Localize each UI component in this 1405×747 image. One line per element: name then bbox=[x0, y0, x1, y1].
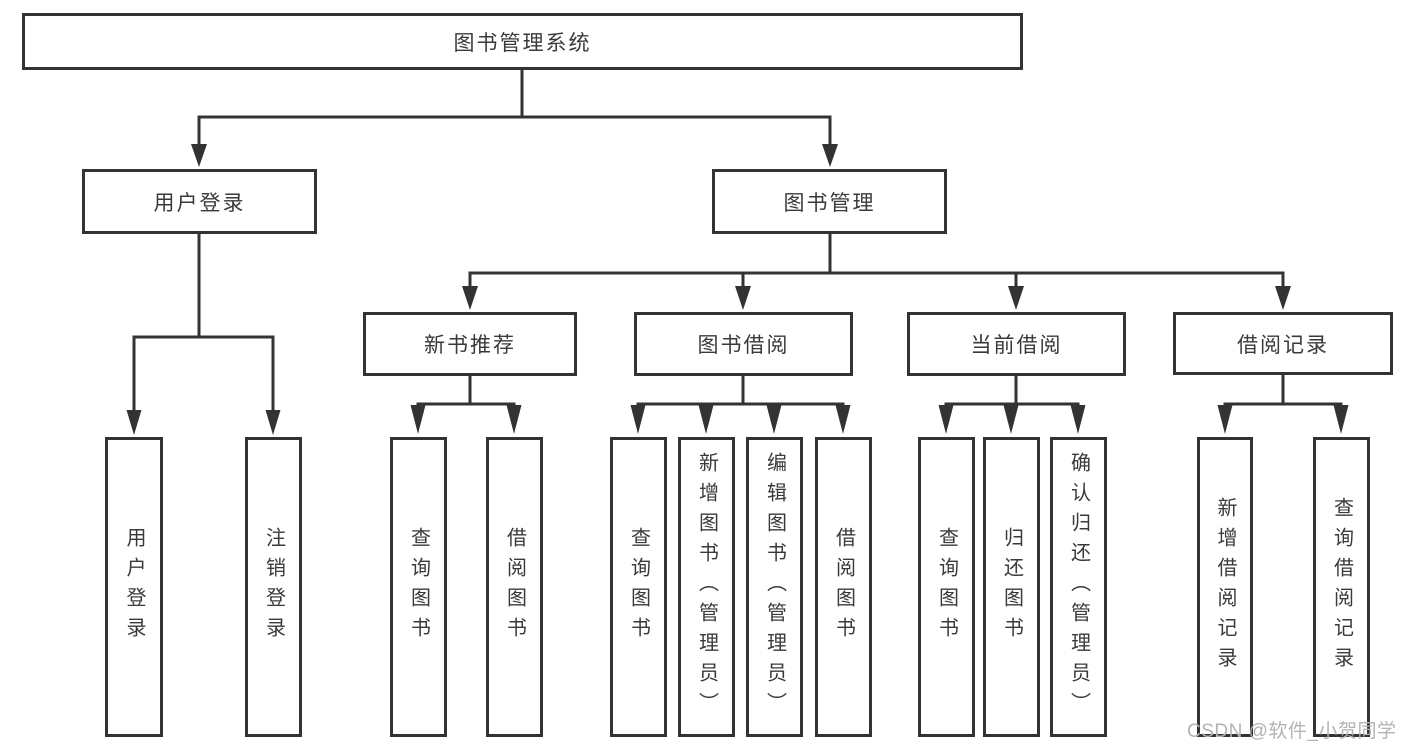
leaf-borrow-books-recommend: 借阅图书 bbox=[486, 437, 543, 737]
leaf-add-borrow-record: 新增借阅记录 bbox=[1197, 437, 1253, 737]
leaf-borrow-books: 借阅图书 bbox=[815, 437, 872, 737]
node-borrow-records: 借阅记录 bbox=[1173, 312, 1393, 375]
leaf-edit-books-admin: 编辑图书（管理员） bbox=[746, 437, 803, 737]
node-book-borrow-label: 图书借阅 bbox=[697, 334, 790, 357]
leaf-query-books-borrow: 查询图书 bbox=[610, 437, 667, 737]
leaf-confirm-return-admin-label: 确认归还（管理员） bbox=[1067, 452, 1090, 722]
leaf-confirm-return-admin: 确认归还（管理员） bbox=[1050, 437, 1107, 737]
leaf-user-login: 用户登录 bbox=[105, 437, 163, 737]
node-book-management: 图书管理 bbox=[712, 169, 947, 234]
node-current-borrow-label: 当前借阅 bbox=[970, 334, 1063, 357]
node-root-label: 图书管理系统 bbox=[453, 31, 592, 55]
node-root: 图书管理系统 bbox=[22, 13, 1023, 70]
node-current-borrow: 当前借阅 bbox=[907, 312, 1126, 376]
leaf-edit-books-admin-label: 编辑图书（管理员） bbox=[763, 452, 786, 722]
watermark: CSDN @软件_小贺同学 bbox=[1187, 721, 1397, 742]
arrowhead-icons bbox=[126, 144, 1349, 435]
leaf-query-books-recommend-label: 查询图书 bbox=[407, 527, 430, 647]
leaf-add-books-admin: 新增图书（管理员） bbox=[678, 437, 735, 737]
leaf-logout: 注销登录 bbox=[245, 437, 302, 737]
node-book-management-label: 图书管理 bbox=[783, 191, 876, 215]
node-new-book-recommend-label: 新书推荐 bbox=[424, 334, 516, 357]
node-book-borrow: 图书借阅 bbox=[634, 312, 853, 376]
node-user-login-label: 用户登录 bbox=[153, 191, 246, 215]
leaf-query-books-current: 查询图书 bbox=[918, 437, 975, 737]
leaf-query-books-recommend: 查询图书 bbox=[390, 437, 447, 737]
leaf-return-books: 归还图书 bbox=[983, 437, 1040, 737]
node-new-book-recommend: 新书推荐 bbox=[363, 312, 577, 376]
node-borrow-records-label: 借阅记录 bbox=[1237, 333, 1329, 357]
leaf-return-books-label: 归还图书 bbox=[1000, 527, 1023, 647]
leaf-user-login-label: 用户登录 bbox=[123, 527, 145, 647]
leaf-query-books-current-label: 查询图书 bbox=[935, 527, 958, 647]
leaf-borrow-books-recommend-label: 借阅图书 bbox=[503, 527, 526, 647]
leaf-borrow-books-label: 借阅图书 bbox=[832, 527, 855, 647]
leaf-add-borrow-record-label: 新增借阅记录 bbox=[1214, 497, 1236, 677]
leaf-query-books-borrow-label: 查询图书 bbox=[627, 527, 650, 647]
node-user-login: 用户登录 bbox=[82, 169, 317, 234]
leaf-logout-label: 注销登录 bbox=[262, 527, 285, 647]
leaf-add-books-admin-label: 新增图书（管理员） bbox=[695, 452, 718, 722]
leaf-query-borrow-record: 查询借阅记录 bbox=[1313, 437, 1370, 737]
leaf-query-borrow-record-label: 查询借阅记录 bbox=[1330, 497, 1353, 677]
